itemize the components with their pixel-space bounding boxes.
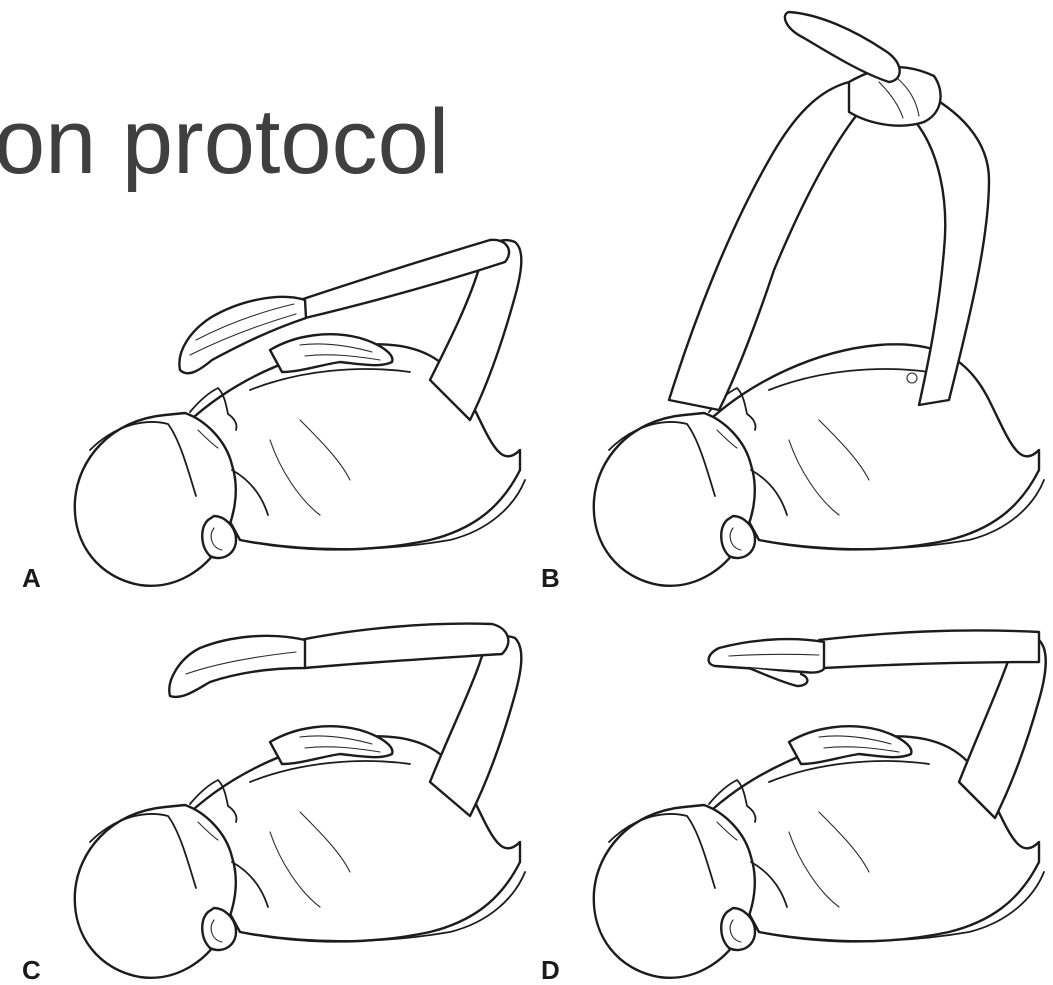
panel-label-c: C	[22, 957, 41, 983]
panel-a-illustration	[75, 240, 525, 586]
panel-c-illustration	[75, 624, 525, 978]
panel-label-a: A	[22, 565, 41, 591]
panel-d-illustration	[594, 630, 1046, 977]
panel-label-d: D	[541, 957, 560, 983]
panel-label-b: B	[541, 565, 560, 591]
panel-b-illustration	[594, 12, 1044, 586]
